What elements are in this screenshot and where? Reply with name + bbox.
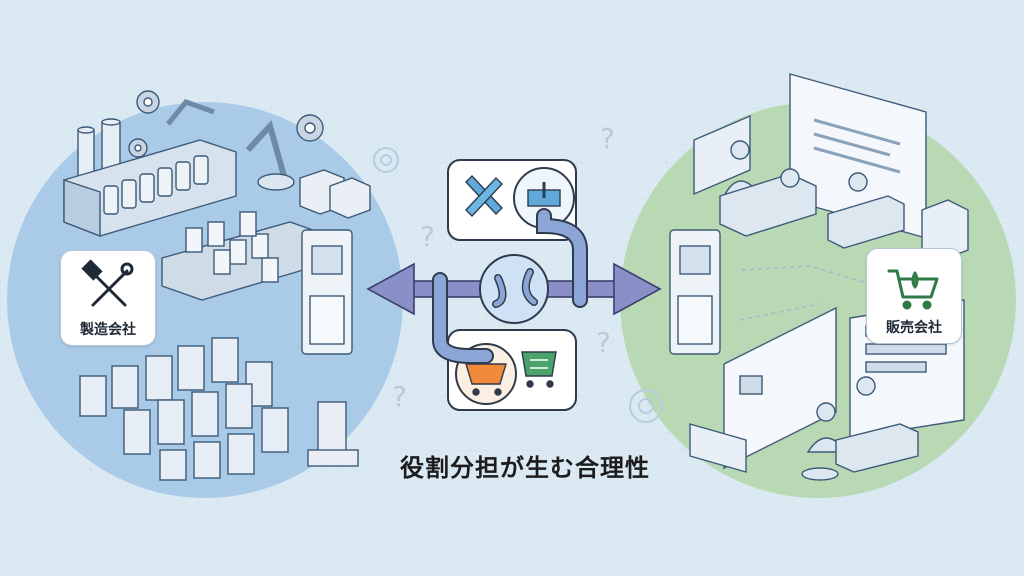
sales-label: 販売会社 bbox=[886, 320, 942, 336]
manufacturer-badge: 製造会社 bbox=[60, 250, 156, 346]
shopping-cart-icon bbox=[887, 269, 939, 310]
sales-badge: 販売会社 bbox=[866, 248, 962, 344]
question-mark-icons: ? ? ? ? bbox=[392, 122, 615, 413]
green-cart-icon bbox=[521, 351, 557, 388]
connecting-pipes bbox=[432, 208, 588, 364]
svg-text:?: ? bbox=[392, 380, 407, 413]
decorative-rings bbox=[373, 147, 663, 423]
top-exchange-tile bbox=[447, 159, 577, 241]
center-valve bbox=[479, 254, 549, 324]
caption-title: 役割分担が生む合理性 bbox=[400, 454, 650, 482]
tools-icon bbox=[81, 259, 134, 307]
svg-text:?: ? bbox=[600, 122, 615, 155]
svg-text:?: ? bbox=[596, 326, 611, 359]
svg-text:?: ? bbox=[420, 220, 435, 253]
orange-cart-icon bbox=[465, 363, 507, 396]
box-icon bbox=[527, 182, 561, 207]
factory-illustration bbox=[63, 90, 371, 481]
manufacturer-label: 製造会社 bbox=[80, 322, 136, 338]
bottom-exchange-tile bbox=[447, 329, 577, 411]
wrench-screwdriver-icon bbox=[465, 174, 503, 218]
